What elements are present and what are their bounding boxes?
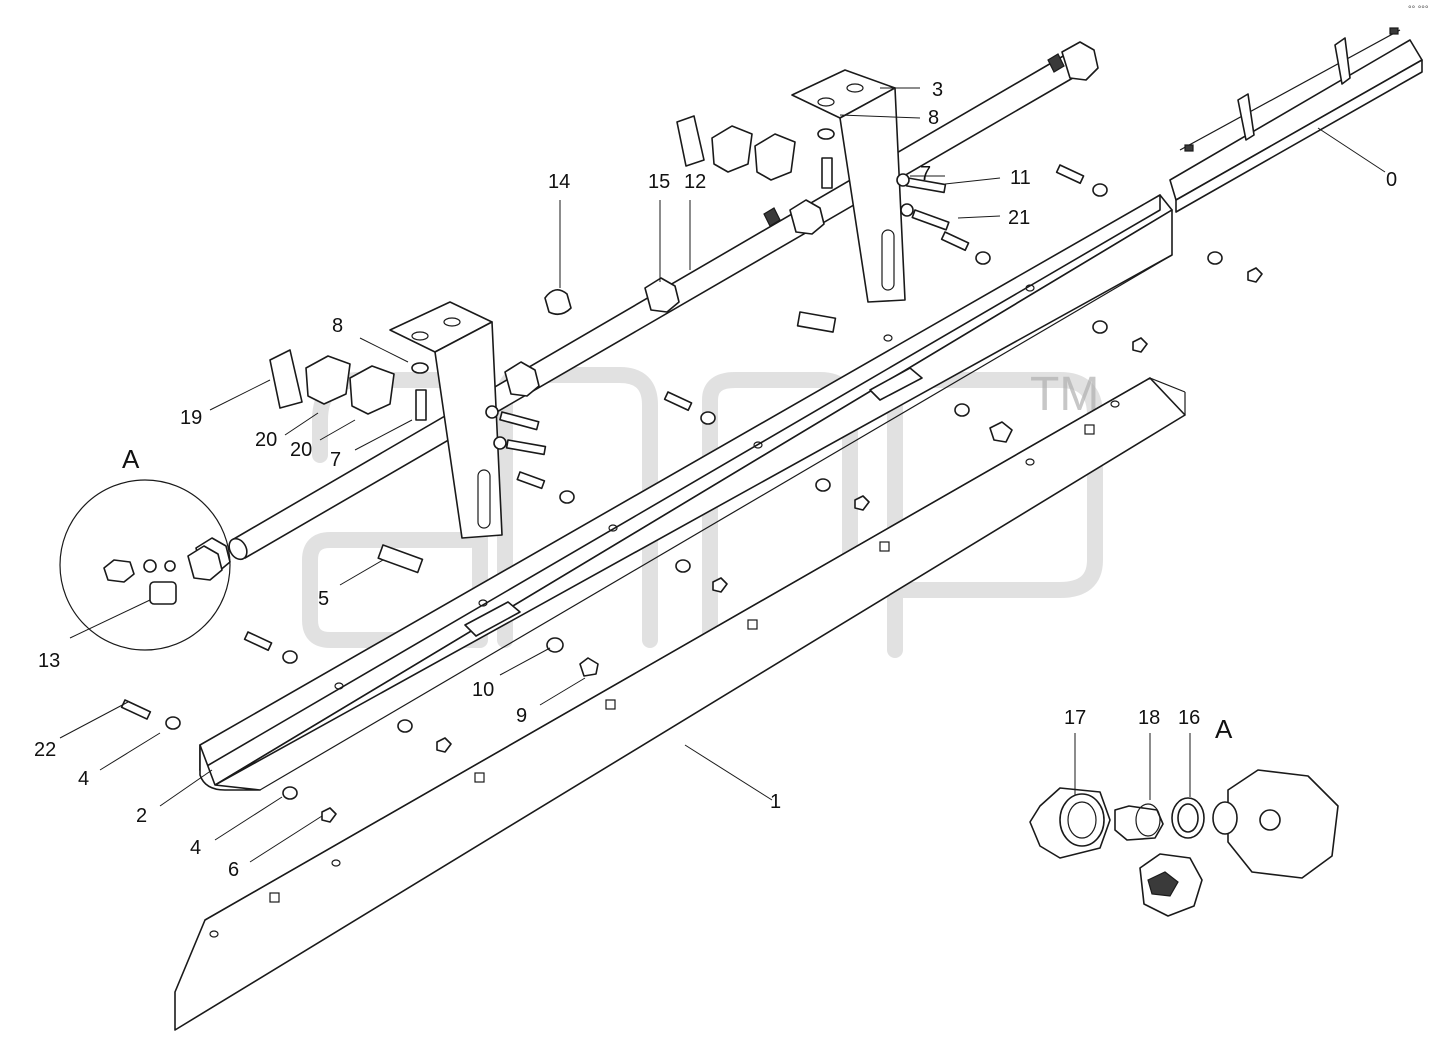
callout-7-left: 7 bbox=[330, 449, 341, 471]
callout-2: 2 bbox=[136, 805, 147, 827]
detail-view-circle bbox=[59, 479, 231, 651]
callout-19: 19 bbox=[180, 407, 202, 429]
corner-mark: °° °°° bbox=[1408, 4, 1429, 14]
leader-lines bbox=[59, 87, 1386, 863]
fasteners bbox=[120, 164, 1263, 823]
angle-bar bbox=[199, 194, 1173, 791]
callout-8-left: 8 bbox=[332, 315, 343, 337]
blade-plate bbox=[174, 377, 1186, 1031]
callout-21: 21 bbox=[1008, 207, 1030, 229]
callout-5: 5 bbox=[318, 588, 329, 610]
callout-20-left: 20 bbox=[255, 429, 277, 451]
detail-label-a-right: A bbox=[1215, 714, 1233, 744]
callout-6: 6 bbox=[228, 859, 239, 881]
callout-9: 9 bbox=[516, 705, 527, 727]
callout-16: 16 bbox=[1178, 707, 1200, 729]
callout-20-right: 20 bbox=[290, 439, 312, 461]
callout-10: 10 bbox=[472, 679, 494, 701]
callout-1: 1 bbox=[770, 791, 781, 813]
callout-4-lower: 4 bbox=[190, 837, 201, 859]
callout-17: 17 bbox=[1064, 707, 1086, 729]
clamp-blocks bbox=[269, 115, 833, 421]
detail-label-a-left: A bbox=[122, 444, 140, 474]
sub-assembly-0 bbox=[1169, 27, 1423, 213]
callout-11: 11 bbox=[1010, 167, 1031, 189]
detail-view-enlarged bbox=[1029, 769, 1339, 917]
callout-4-upper: 4 bbox=[78, 768, 89, 790]
callout-7-right: 7 bbox=[920, 163, 931, 185]
trademark-text: TM bbox=[1030, 368, 1099, 421]
callout-12: 12 bbox=[684, 171, 706, 193]
callout-22: 22 bbox=[34, 739, 56, 761]
callout-13: 13 bbox=[38, 650, 60, 672]
callout-14: 14 bbox=[548, 171, 570, 193]
callout-8-right: 8 bbox=[928, 107, 939, 129]
callout-0: 0 bbox=[1386, 169, 1397, 191]
callout-labels: 0 1 2 3 4 4 5 6 7 7 8 8 9 10 11 12 13 14… bbox=[34, 79, 1397, 881]
callout-18: 18 bbox=[1138, 707, 1160, 729]
callout-3: 3 bbox=[932, 79, 943, 101]
bracket-left bbox=[389, 301, 503, 539]
callout-15: 15 bbox=[648, 171, 670, 193]
